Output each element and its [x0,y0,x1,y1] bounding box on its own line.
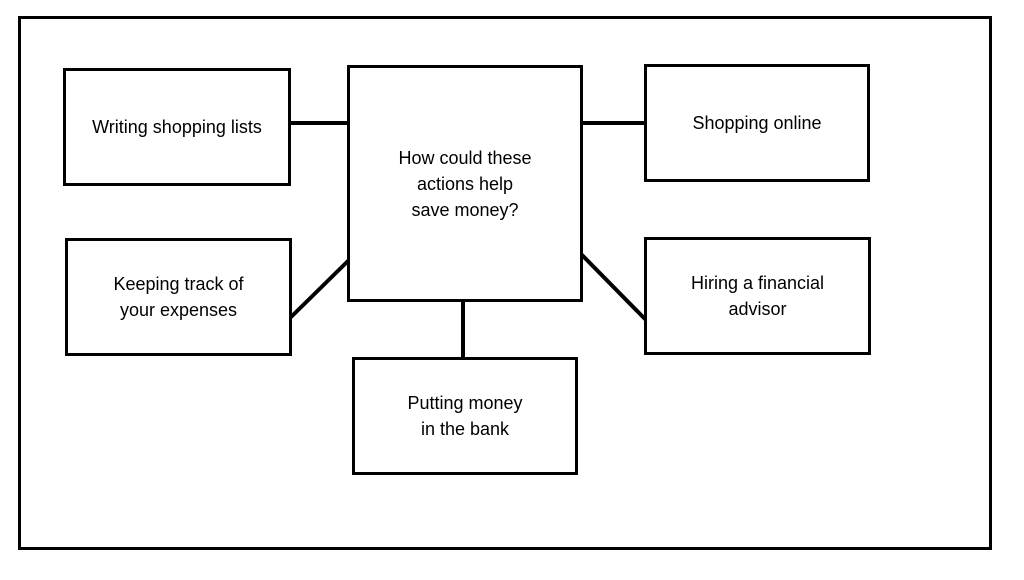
node-writing-shopping-lists: Writing shopping lists [63,68,291,186]
center-question-text: How could these actions help save money? [398,147,532,220]
node-shopping-online-text: Shopping online [692,113,822,133]
connector-hiring-advisor [579,252,648,322]
center-question-box: How could these actions help save money? [347,65,583,302]
diagram-frame [18,16,992,550]
node-keeping-track: Keeping track of your expenses [65,238,292,356]
node-shopping-online: Shopping online [644,64,870,182]
node-keeping-track-text: Keeping track of your expenses [113,274,244,320]
connector-keeping-track [288,258,351,320]
node-putting-money-bank-text: Putting money in the bank [407,393,523,439]
node-hiring-advisor: Hiring a financial advisor [644,237,871,355]
node-writing-shopping-lists-text: Writing shopping lists [92,117,262,137]
node-putting-money-bank: Putting money in the bank [352,357,578,475]
node-hiring-advisor-text: Hiring a financial advisor [690,273,825,319]
